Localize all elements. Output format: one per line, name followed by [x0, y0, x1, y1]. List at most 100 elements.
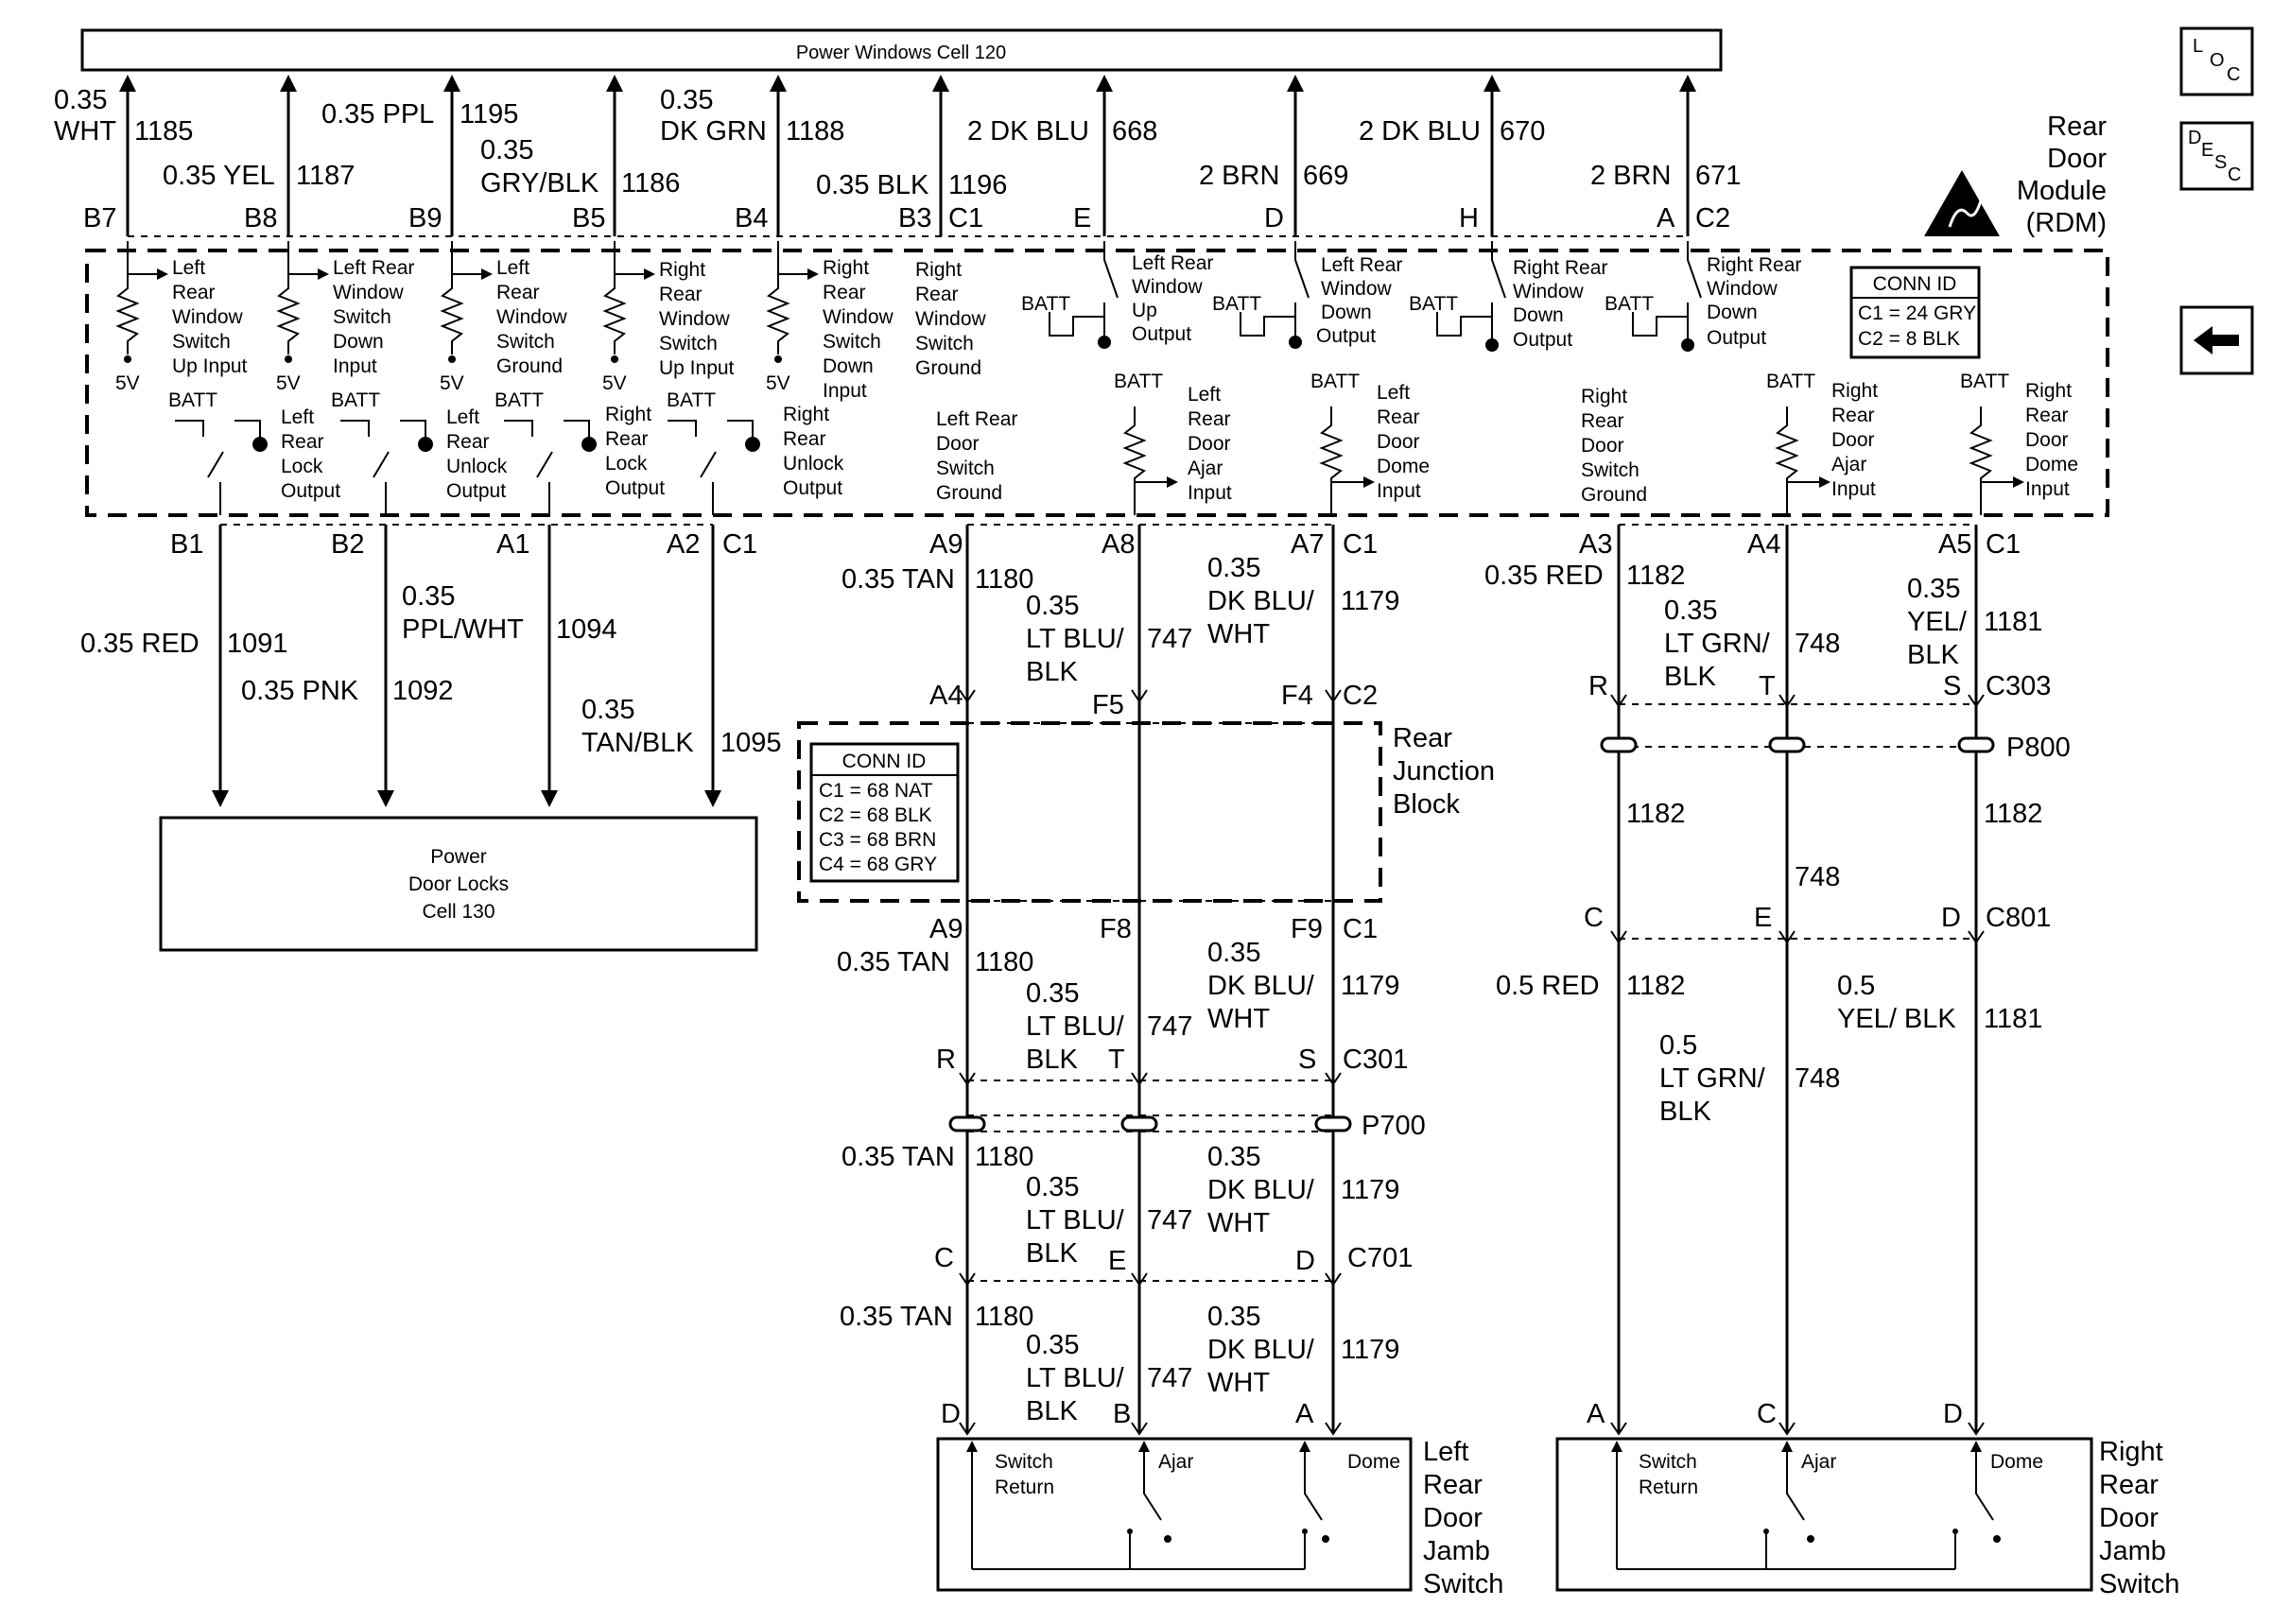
svg-text:Switch: Switch [1423, 1569, 1503, 1599]
svg-text:CONN ID: CONN ID [1873, 273, 1957, 295]
svg-text:WHT: WHT [1207, 1368, 1270, 1398]
svg-text:0.35 TAN: 0.35 TAN [840, 1302, 953, 1332]
lock-output-batt: BATT BATT BATT BATT [168, 389, 716, 411]
svg-text:Left: Left [281, 406, 314, 428]
svg-text:Window: Window [915, 308, 987, 330]
rdm-conn-id: CONN ID C1 = 24 GRY C2 = 8 BLK [1849, 266, 1981, 359]
svg-text:H: H [1459, 203, 1479, 233]
svg-text:A9: A9 [929, 914, 963, 944]
rjb-conn-id: CONN ID C1 = 68 NAT C2 = 68 BLK C3 = 68 … [809, 742, 960, 883]
svg-text:C701: C701 [1347, 1243, 1413, 1273]
svg-text:0.35: 0.35 [1026, 1330, 1079, 1360]
svg-text:1180: 1180 [975, 947, 1033, 977]
svg-text:C1: C1 [1343, 529, 1378, 560]
svg-text:Input: Input [1831, 478, 1876, 500]
window-output-labels: Left Rear Window Up Output Left Rear Win… [1132, 252, 1801, 351]
svg-text:D: D [1264, 203, 1284, 233]
svg-text:E: E [1073, 203, 1091, 233]
svg-text:Rear: Rear [1581, 410, 1624, 432]
svg-text:A4: A4 [1747, 529, 1780, 560]
svg-text:0.35 PPL: 0.35 PPL [321, 99, 434, 130]
svg-text:0.35 TAN: 0.35 TAN [837, 947, 950, 977]
svg-text:0.35: 0.35 [1026, 1172, 1079, 1202]
svg-text:BATT: BATT [667, 389, 716, 411]
svg-text:0.5: 0.5 [1837, 971, 1875, 1001]
svg-text:1186: 1186 [621, 168, 680, 199]
svg-text:S: S [1298, 1045, 1316, 1075]
svg-text:Window: Window [1513, 281, 1585, 302]
lock-output-labels: Left Rear Lock Output Left Rear Unlock O… [281, 404, 844, 502]
loc-button[interactable]: L O C [2179, 26, 2254, 96]
svg-text:748: 748 [1795, 1063, 1840, 1094]
svg-text:5V: 5V [115, 372, 140, 394]
svg-text:C1: C1 [1986, 529, 2021, 560]
svg-text:1181: 1181 [1984, 607, 2042, 637]
svg-text:BATT: BATT [1766, 371, 1815, 392]
svg-text:C303: C303 [1986, 671, 2051, 701]
svg-text:C2 = 68 BLK: C2 = 68 BLK [819, 804, 932, 826]
rjb-internal [967, 722, 1333, 902]
svg-text:A2: A2 [667, 529, 700, 560]
svg-text:Jamb: Jamb [1423, 1536, 1490, 1566]
svg-text:670: 670 [1500, 116, 1545, 147]
svg-text:1185: 1185 [134, 116, 193, 147]
svg-text:Rear: Rear [496, 282, 540, 303]
power-door-locks-cell-link[interactable]: Power Door Locks Cell 130 [159, 816, 758, 952]
svg-text:1195: 1195 [460, 99, 518, 130]
svg-text:Door: Door [936, 433, 980, 455]
svg-text:F9: F9 [1291, 914, 1323, 944]
svg-text:Door: Door [2047, 144, 2107, 174]
svg-text:Left: Left [496, 257, 529, 279]
left-circuit-wires [948, 524, 1352, 1436]
svg-text:B1: B1 [170, 529, 203, 560]
svg-text:1188: 1188 [786, 116, 844, 147]
svg-text:PPL/WHT: PPL/WHT [402, 614, 524, 645]
svg-text:P700: P700 [1362, 1111, 1426, 1141]
svg-text:BATT: BATT [1021, 293, 1070, 315]
back-button[interactable] [2179, 305, 2254, 375]
svg-text:C1 = 68 NAT: C1 = 68 NAT [819, 780, 933, 802]
svg-text:Dome: Dome [1377, 456, 1430, 477]
lock-wires [212, 524, 721, 807]
svg-text:Junction: Junction [1393, 756, 1495, 786]
module-name: Rear Door Module (RDM) [2017, 112, 2107, 238]
right-circuit-labels: A3 A4 A5 C1 0.35 RED 1182 0.35 LT GRN/ B… [1484, 529, 2071, 1429]
svg-text:0.35: 0.35 [402, 581, 455, 612]
svg-text:Input: Input [1377, 480, 1421, 502]
svg-text:E: E [1754, 903, 1772, 933]
svg-text:LT BLU/: LT BLU/ [1026, 624, 1125, 654]
svg-text:Switch: Switch [172, 331, 231, 353]
svg-text:Door: Door [1377, 431, 1420, 453]
svg-text:YEL/: YEL/ [1907, 607, 1968, 637]
svg-text:D: D [2188, 128, 2201, 148]
svg-text:C3 = 68 BRN: C3 = 68 BRN [819, 829, 936, 851]
rjb-name: Rear Junction Block [1393, 723, 1495, 820]
svg-text:Dome: Dome [2025, 454, 2078, 475]
title-bar-label: Power Windows Cell 120 [796, 43, 1006, 63]
svg-text:P800: P800 [2006, 733, 2071, 763]
window-output-batt: BATT BATT BATT BATT [1021, 293, 1654, 315]
svg-text:A9: A9 [929, 529, 963, 560]
svg-text:0.35: 0.35 [54, 85, 107, 115]
svg-text:1181: 1181 [1984, 1004, 2042, 1034]
switch-input-resistors [115, 241, 819, 363]
svg-text:1179: 1179 [1341, 1175, 1399, 1205]
right-jamb-name: Right Rear Door Jamb Switch [2099, 1437, 2179, 1599]
door-input-batt: BATT BATT BATT BATT [1114, 371, 2009, 392]
svg-text:1196: 1196 [948, 170, 1007, 200]
svg-text:C1: C1 [948, 203, 983, 233]
svg-text:Rear: Rear [2025, 405, 2069, 426]
svg-text:C1: C1 [1343, 914, 1378, 944]
svg-text:Input: Input [333, 355, 377, 377]
svg-text:Cell 130: Cell 130 [422, 901, 495, 923]
svg-text:Rear: Rear [1377, 406, 1420, 428]
top-wire-labels: 0.35 WHT 1185 0.35 YEL 1187 0.35 PPL 119… [54, 85, 1741, 233]
svg-text:5V: 5V [602, 372, 627, 394]
desc-button[interactable]: D E S C [2179, 121, 2254, 191]
svg-text:Left Rear: Left Rear [1321, 254, 1402, 276]
svg-text:0.35: 0.35 [581, 695, 634, 725]
power-windows-cell-link[interactable]: Power Windows Cell 120 [80, 28, 1723, 72]
svg-text:Ajar: Ajar [1188, 458, 1223, 479]
svg-text:GRY/BLK: GRY/BLK [480, 168, 599, 199]
svg-text:Switch: Switch [1581, 459, 1640, 481]
